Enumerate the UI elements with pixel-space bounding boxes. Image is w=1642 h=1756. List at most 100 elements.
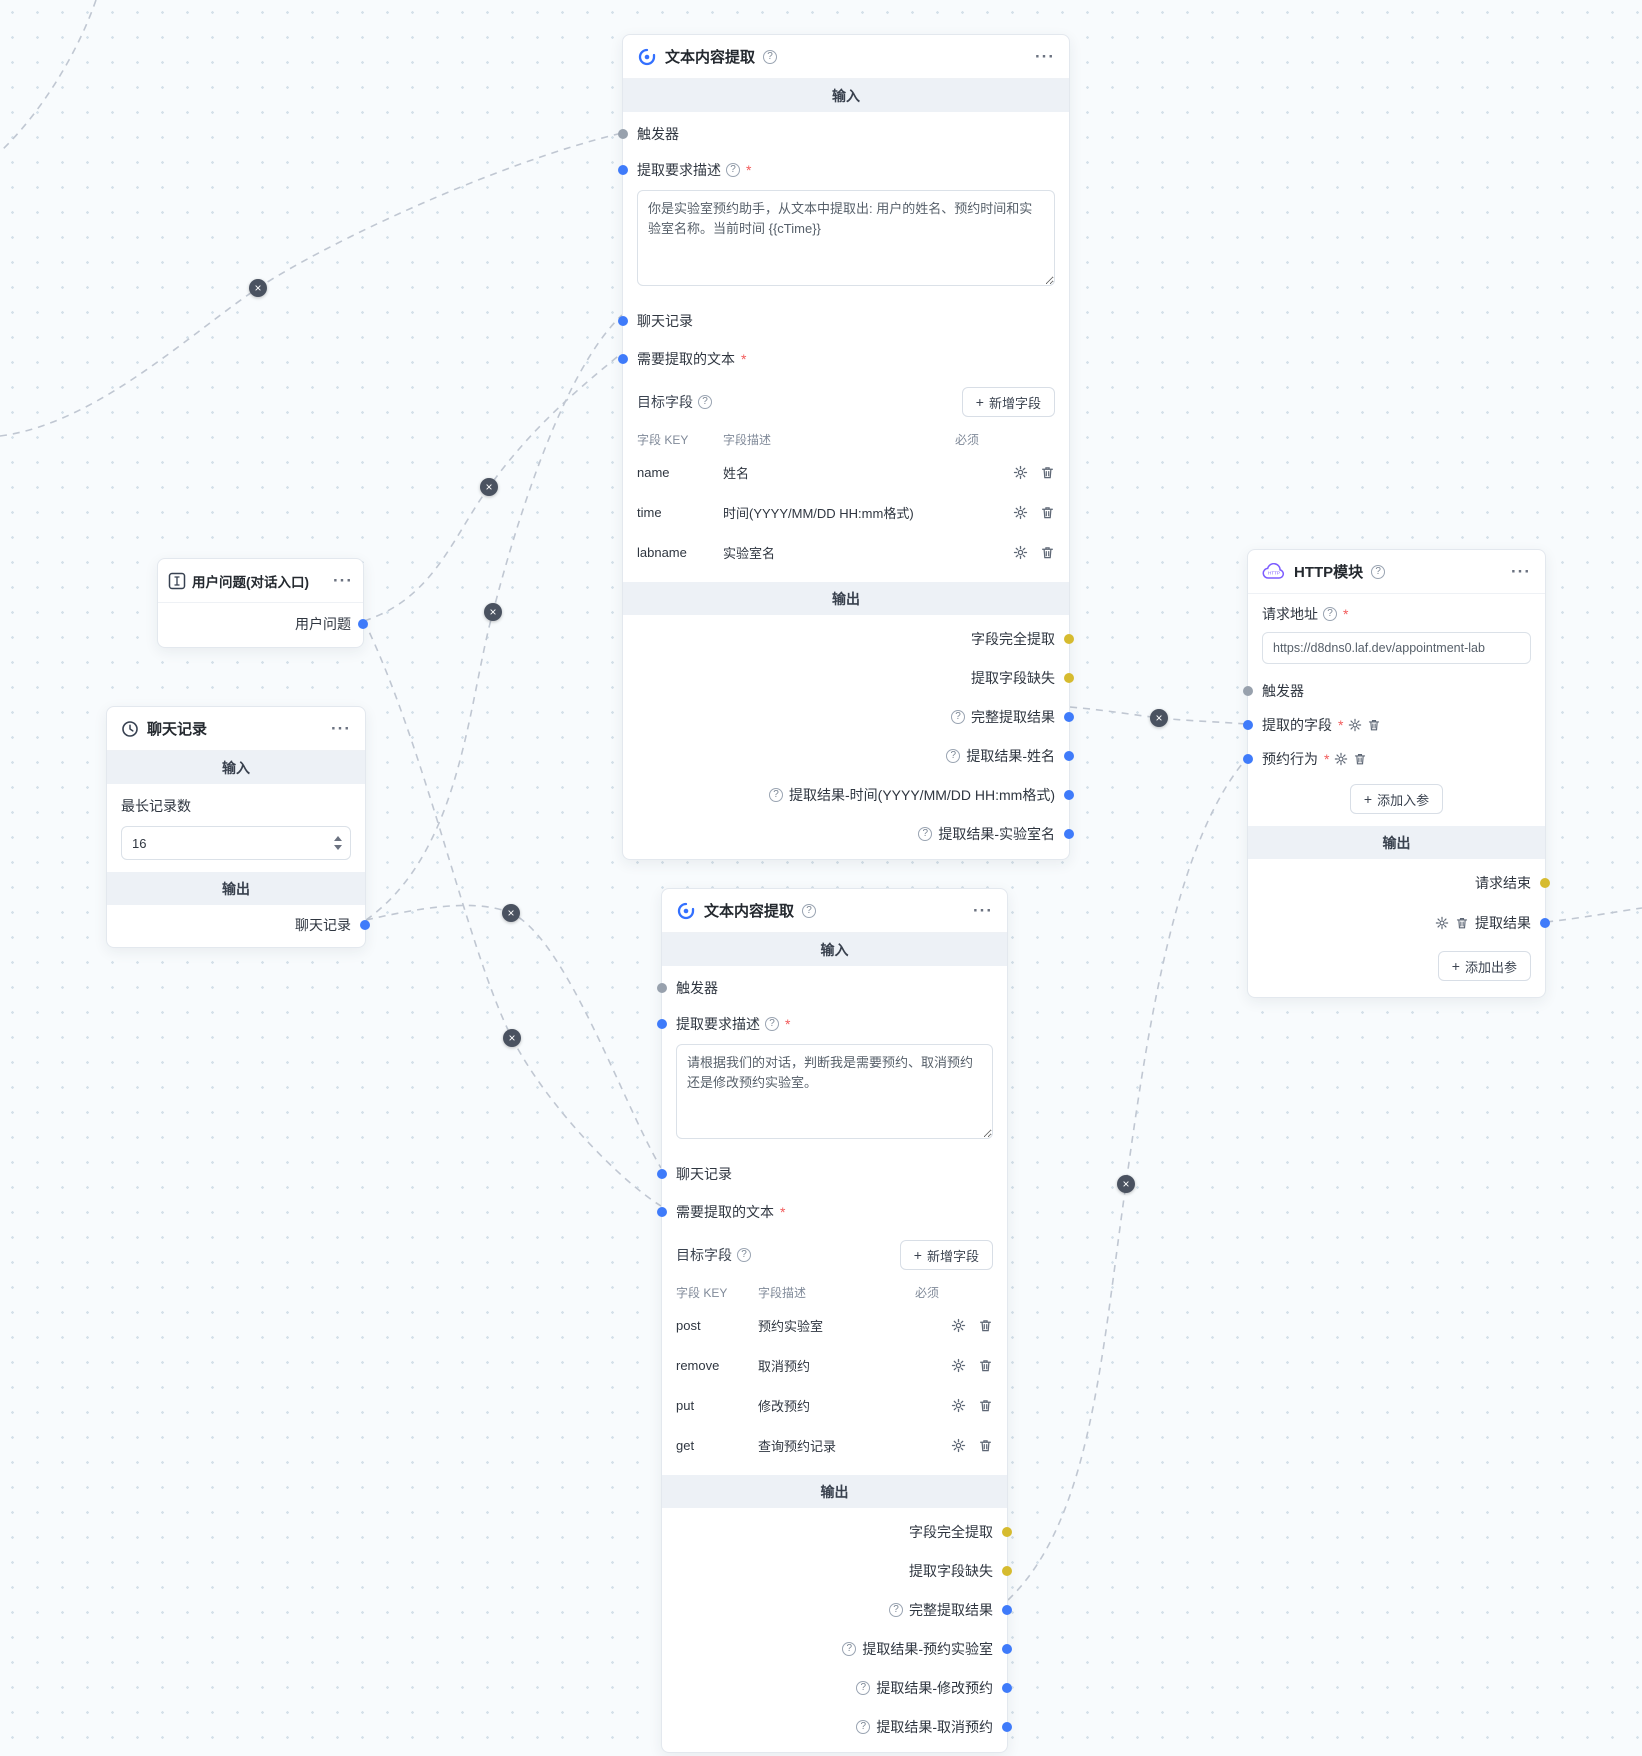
- output-label: 完整提取结果: [971, 708, 1055, 725]
- port-input-trigger[interactable]: [1243, 686, 1253, 696]
- help-icon: ?: [1371, 564, 1386, 579]
- edit-param-gear-icon[interactable]: [1334, 752, 1348, 766]
- disconnect-button[interactable]: ×: [484, 603, 502, 621]
- more-icon[interactable]: ···: [973, 900, 993, 920]
- port-output-remove[interactable]: [1002, 1721, 1012, 1732]
- port-input-description[interactable]: [618, 165, 628, 175]
- more-icon[interactable]: ···: [333, 570, 353, 590]
- port-output-put[interactable]: [1002, 1682, 1012, 1693]
- delete-output-trash-icon[interactable]: [1455, 916, 1469, 930]
- delete-field-trash-icon[interactable]: [1040, 465, 1055, 480]
- disconnect-button[interactable]: ×: [503, 1029, 521, 1047]
- max-records-input[interactable]: [121, 826, 351, 860]
- port-output-fields-missing[interactable]: [1002, 1565, 1012, 1576]
- edit-field-gear-icon[interactable]: [1013, 505, 1028, 520]
- delete-field-trash-icon[interactable]: [978, 1358, 993, 1373]
- extract-description-textarea[interactable]: 你是实验室预约助手，从文本中提取出: 用户的姓名、预约时间和实验室名称。当前时间…: [637, 190, 1055, 286]
- delete-param-trash-icon[interactable]: [1367, 718, 1381, 732]
- help-icon: ?: [765, 1017, 779, 1031]
- help-icon: ?: [889, 1602, 903, 1617]
- stepper-down-icon[interactable]: [334, 845, 342, 850]
- port-input-extracted-fields[interactable]: [1243, 720, 1253, 730]
- input-section-header: 输入: [623, 79, 1069, 112]
- port-input-appointment-action[interactable]: [1243, 754, 1253, 764]
- input-row-source-text: 需要提取的文本 *: [657, 1200, 993, 1224]
- node-http-module[interactable]: HTTP HTTP模块 ? ··· 请求地址 ? * 触发器 提取的字段 * 预…: [1243, 549, 1550, 998]
- edit-field-gear-icon[interactable]: [951, 1358, 966, 1373]
- edit-field-gear-icon[interactable]: [951, 1398, 966, 1413]
- more-icon[interactable]: ···: [1035, 46, 1055, 66]
- edit-field-gear-icon[interactable]: [951, 1438, 966, 1453]
- add-field-button[interactable]: + 新增字段: [899, 1240, 993, 1270]
- delete-field-trash-icon[interactable]: [978, 1318, 993, 1333]
- port-output-labname[interactable]: [1064, 828, 1074, 839]
- add-input-param-button[interactable]: + 添加入参: [1349, 784, 1444, 814]
- delete-field-trash-icon[interactable]: [978, 1398, 993, 1413]
- output-label: 字段完全提取: [971, 630, 1055, 647]
- disconnect-button[interactable]: ×: [502, 904, 520, 922]
- port-output-fields-missing[interactable]: [1064, 672, 1074, 683]
- port-output-result[interactable]: [1540, 918, 1550, 928]
- delete-field-trash-icon[interactable]: [1040, 545, 1055, 560]
- disconnect-button[interactable]: ×: [1150, 709, 1168, 727]
- node-header[interactable]: 文本内容提取 ? ···: [623, 35, 1069, 79]
- port-input-chat-history[interactable]: [618, 316, 628, 326]
- node-header[interactable]: 聊天记录 ···: [107, 707, 365, 751]
- output-label: 提取结果-预约实验室: [862, 1640, 993, 1657]
- port-input-trigger[interactable]: [618, 129, 628, 139]
- extract-description-textarea[interactable]: 请根据我们的对话，判断我是需要预约、取消预约还是修改预约实验室。: [676, 1044, 993, 1139]
- more-icon[interactable]: ···: [1511, 561, 1531, 581]
- add-field-button[interactable]: + 新增字段: [961, 387, 1055, 417]
- field-desc: 姓名: [723, 465, 750, 481]
- node-user-question[interactable]: 用户问题(对话入口) ··· 用户问题: [157, 558, 368, 648]
- delete-param-trash-icon[interactable]: [1353, 752, 1367, 766]
- more-icon[interactable]: ···: [331, 718, 351, 738]
- edit-param-gear-icon[interactable]: [1348, 718, 1362, 732]
- port-output-full-result[interactable]: [1002, 1604, 1012, 1615]
- disconnect-button[interactable]: ×: [1117, 1175, 1135, 1193]
- port-output-time[interactable]: [1064, 789, 1074, 800]
- node-header[interactable]: HTTP HTTP模块 ? ···: [1248, 550, 1545, 594]
- node-chat-history[interactable]: 聊天记录 ··· 输入 最长记录数 输出 聊天记录: [106, 706, 370, 948]
- port-output-request-end[interactable]: [1540, 878, 1550, 888]
- port-output-fields-complete[interactable]: [1002, 1526, 1012, 1537]
- disconnect-button[interactable]: ×: [480, 478, 498, 496]
- disconnect-button[interactable]: ×: [249, 279, 267, 297]
- help-icon: ?: [769, 787, 783, 802]
- port-output-name[interactable]: [1064, 750, 1074, 761]
- output-label: 完整提取结果: [909, 1601, 993, 1618]
- output-row: 提取结果: [1262, 903, 1550, 943]
- port-output-post[interactable]: [1002, 1643, 1012, 1654]
- edit-output-gear-icon[interactable]: [1435, 916, 1449, 930]
- port-output-full-result[interactable]: [1064, 711, 1074, 722]
- delete-field-trash-icon[interactable]: [978, 1438, 993, 1453]
- output-label: 请求结束: [1475, 875, 1531, 891]
- port-input-chat-history[interactable]: [657, 1169, 667, 1179]
- add-output-param-button[interactable]: + 添加出参: [1437, 951, 1531, 981]
- port-output-user-question[interactable]: [358, 619, 368, 629]
- required-asterisk: *: [746, 162, 752, 178]
- node-text-extract-1[interactable]: 文本内容提取 ? ··· 输入 触发器 提取要求描述 ? * 你是实验室预约助手…: [618, 34, 1074, 860]
- port-output-chat-history[interactable]: [360, 920, 370, 930]
- node-text-extract-2[interactable]: 文本内容提取 ? ··· 输入 触发器 提取要求描述 ? * 请根据我们的对话，…: [657, 888, 1012, 1753]
- edit-field-gear-icon[interactable]: [1013, 545, 1028, 560]
- port-input-source-text[interactable]: [618, 354, 628, 364]
- port-input-trigger[interactable]: [657, 983, 667, 993]
- delete-field-trash-icon[interactable]: [1040, 505, 1055, 520]
- output-label: 提取结果-修改预约: [876, 1679, 993, 1696]
- stepper-up-icon[interactable]: [334, 836, 342, 841]
- port-input-description[interactable]: [657, 1019, 667, 1029]
- input-row-source-text: 需要提取的文本 *: [618, 347, 1055, 371]
- port-output-fields-complete[interactable]: [1064, 633, 1074, 644]
- node-header[interactable]: 文本内容提取 ? ···: [662, 889, 1007, 933]
- edit-field-gear-icon[interactable]: [1013, 465, 1028, 480]
- edit-field-gear-icon[interactable]: [951, 1318, 966, 1333]
- output-row: 字段完全提取: [637, 619, 1074, 658]
- input-label: 触发器: [637, 126, 679, 142]
- port-input-source-text[interactable]: [657, 1207, 667, 1217]
- output-row: ? 提取结果-修改预约: [676, 1668, 1012, 1707]
- plus-icon: +: [913, 1247, 922, 1263]
- request-url-input[interactable]: [1262, 632, 1531, 664]
- output-row: ? 提取结果-时间(YYYY/MM/DD HH:mm格式): [637, 775, 1074, 814]
- node-header[interactable]: 用户问题(对话入口) ···: [158, 559, 363, 603]
